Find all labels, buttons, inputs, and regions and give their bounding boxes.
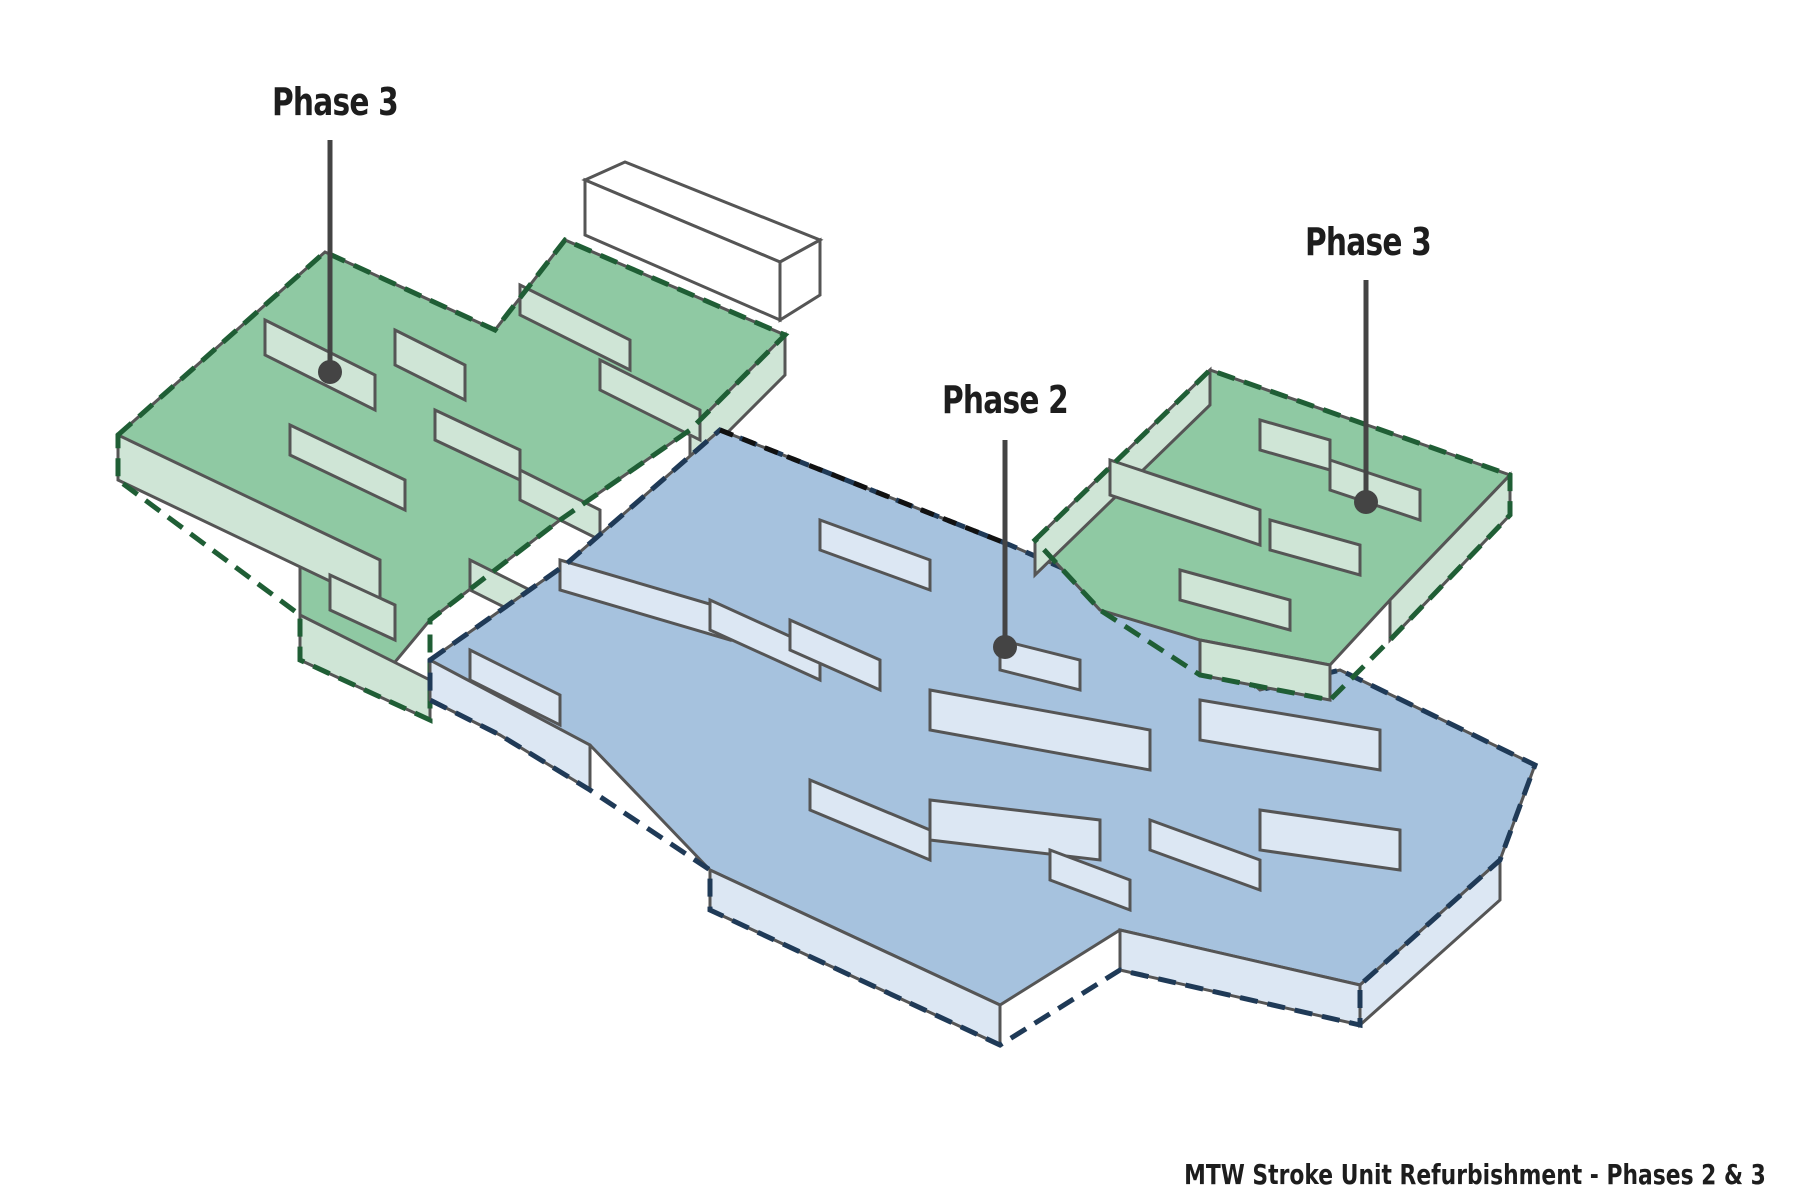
phase3-right-label: Phase 3 bbox=[1304, 220, 1432, 264]
phase3-left-marker bbox=[318, 360, 342, 384]
phase3-left-rooms bbox=[263, 282, 702, 643]
phase3-left-outline bbox=[115, 236, 790, 724]
diagram-caption: MTW Stroke Unit Refurbishment - Phases 2… bbox=[1184, 1158, 1766, 1191]
phase3-right-wing bbox=[1031, 366, 1513, 703]
callout-leaders bbox=[318, 140, 1378, 659]
roof-box bbox=[581, 160, 824, 323]
phase3-right-outline bbox=[1031, 367, 1513, 703]
phase2-outline bbox=[427, 427, 1539, 1048]
phase2-center bbox=[427, 427, 1539, 1048]
phase2-wall-west bbox=[428, 657, 592, 793]
phase3-right-rooms bbox=[1108, 418, 1422, 632]
phase3-right-marker bbox=[1354, 490, 1378, 514]
phase3-right-wall-south bbox=[1198, 638, 1332, 702]
phase2-marker bbox=[993, 635, 1017, 659]
phase2-label: Phase 2 bbox=[941, 378, 1069, 422]
phase3-left-wing bbox=[115, 236, 790, 724]
phase3-left-label: Phase 3 bbox=[271, 80, 399, 124]
phase2-rooms bbox=[468, 517, 1402, 913]
